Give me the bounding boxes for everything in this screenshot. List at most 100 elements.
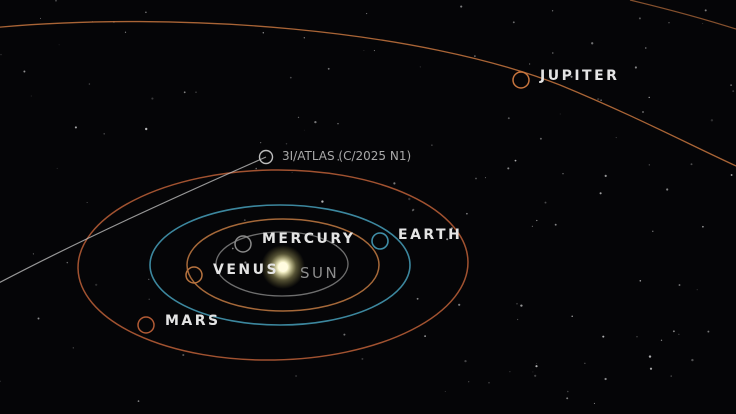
sun-icon[interactable]: [278, 262, 288, 272]
star: [660, 339, 663, 341]
earth-orbit: [149, 204, 411, 326]
star: [419, 66, 421, 68]
star: [145, 127, 148, 131]
star: [702, 225, 704, 228]
star: [507, 167, 510, 170]
outer-orbit-arc: [629, 0, 736, 30]
star: [262, 32, 264, 34]
star: [732, 90, 735, 93]
star: [56, 167, 58, 169]
star: [532, 371, 534, 373]
star: [539, 137, 542, 140]
star: [678, 333, 680, 335]
star: [343, 333, 346, 336]
star: [702, 22, 704, 24]
star: [690, 163, 693, 166]
star: [297, 116, 300, 119]
star: [103, 133, 105, 135]
venus-marker[interactable]: [185, 266, 203, 284]
star: [707, 330, 710, 333]
star: [648, 164, 650, 166]
star: [474, 55, 476, 57]
star: [195, 91, 197, 93]
star: [602, 335, 605, 338]
star: [0, 53, 2, 56]
star: [531, 225, 533, 227]
star: [231, 247, 234, 250]
star: [30, 95, 32, 97]
star: [416, 297, 419, 300]
star: [424, 335, 426, 337]
star: [58, 44, 60, 46]
star: [466, 212, 468, 215]
star: [645, 47, 647, 49]
star: [291, 171, 293, 173]
star: [366, 13, 368, 15]
mars-marker[interactable]: [137, 316, 155, 334]
star: [327, 67, 330, 70]
star: [604, 174, 607, 177]
star: [458, 303, 461, 306]
star: [591, 42, 594, 45]
star: [255, 167, 257, 170]
star: [183, 91, 186, 94]
star: [514, 159, 517, 162]
star: [534, 374, 537, 377]
star: [32, 253, 34, 255]
star: [72, 347, 74, 349]
earth-marker[interactable]: [371, 232, 389, 250]
star: [666, 188, 669, 191]
star: [373, 50, 375, 52]
star: [691, 358, 694, 362]
star: [260, 142, 262, 144]
star: [597, 97, 600, 101]
star: [314, 120, 317, 124]
star: [460, 5, 463, 8]
star: [520, 304, 523, 307]
mercury-orbit: [215, 231, 349, 297]
star: [551, 10, 554, 12]
star: [337, 158, 340, 161]
comet-marker[interactable]: [258, 149, 274, 165]
star: [124, 31, 127, 33]
comet-trajectory: [0, 156, 267, 284]
star: [648, 355, 652, 358]
mercury-label: MERCURY: [262, 231, 356, 247]
star: [509, 371, 511, 373]
star: [536, 219, 538, 222]
star: [567, 390, 569, 393]
star: [412, 208, 415, 211]
mercury-marker[interactable]: [234, 235, 252, 253]
star: [148, 298, 150, 300]
star: [536, 362, 538, 364]
star: [570, 75, 573, 78]
star: [23, 70, 26, 73]
star: [431, 144, 433, 146]
comet-label: 3I/ATLAS (C/2025 N1): [282, 149, 411, 163]
star: [363, 50, 365, 51]
mars-orbit: [77, 169, 469, 361]
jupiter-marker[interactable]: [512, 71, 530, 89]
star: [599, 192, 602, 195]
star: [730, 84, 733, 87]
star: [648, 96, 650, 99]
star: [88, 83, 91, 85]
star: [55, 0, 57, 2]
jupiter-orbit: [0, 20, 736, 167]
star: [468, 381, 470, 383]
star: [535, 365, 538, 368]
star: [321, 200, 324, 203]
star: [450, 227, 454, 230]
star: [704, 9, 707, 12]
star: [590, 70, 592, 72]
star: [566, 397, 569, 400]
star: [148, 278, 150, 280]
star: [488, 381, 490, 384]
star: [670, 375, 672, 377]
star: [0, 380, 1, 382]
star: [710, 119, 714, 122]
star: [559, 113, 561, 115]
star: [66, 261, 69, 264]
star: [145, 11, 147, 14]
